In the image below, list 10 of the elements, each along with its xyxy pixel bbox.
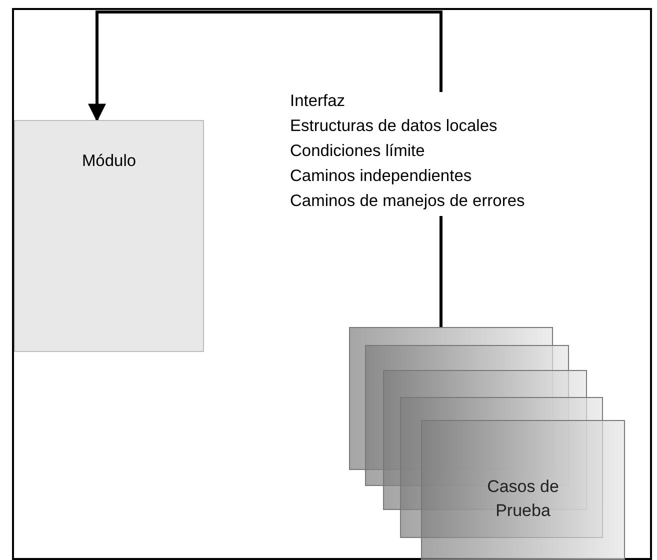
list-item: Caminos independientes	[290, 167, 473, 186]
list-item: Caminos de manejos de errores	[290, 192, 526, 211]
list-item: Interfaz	[290, 92, 346, 111]
list-item: Estructuras de datos locales	[290, 117, 498, 136]
node-label: Módulo	[82, 151, 136, 172]
card	[421, 420, 625, 560]
arrow	[88, 10, 442, 122]
list-item: Condiciones límite	[290, 142, 426, 161]
node-label: Casos de Prueba	[486, 476, 560, 522]
process-box	[14, 120, 204, 352]
